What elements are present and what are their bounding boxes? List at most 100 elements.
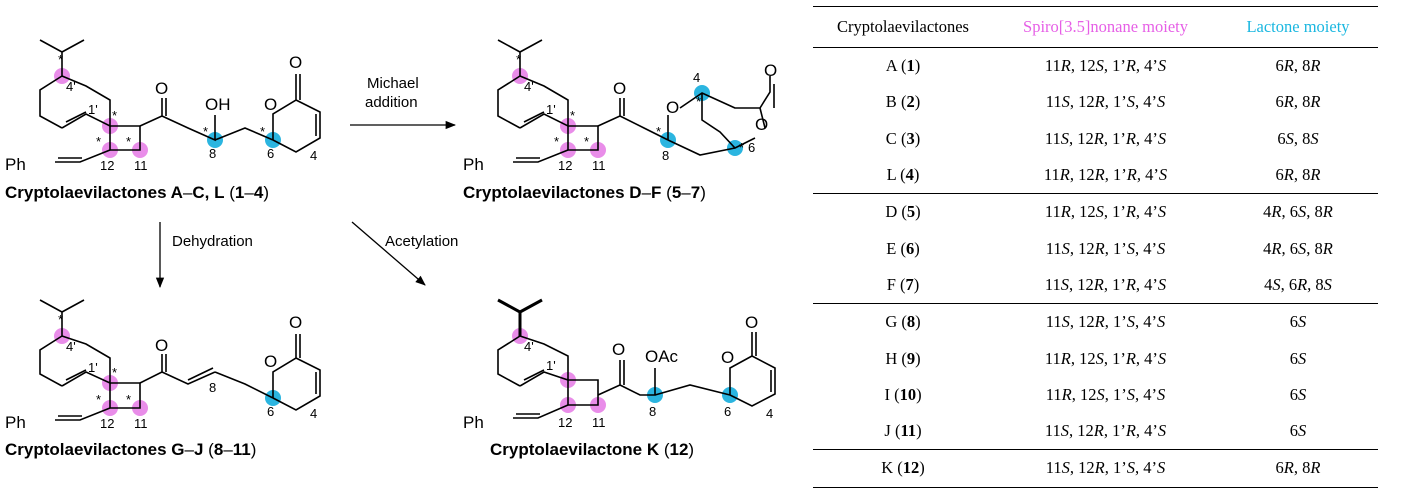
structure-cryptolaevilactones-g-j: [39, 299, 321, 421]
svg-text:OH: OH: [205, 95, 231, 114]
svg-text:6: 6: [748, 140, 755, 155]
compound-name: G: [885, 312, 898, 332]
svg-text:12: 12: [558, 158, 572, 173]
label-compound-5-7: Cryptolaevilactones D–F (5–7): [463, 183, 706, 202]
lactone-config-cell: 6R, 8R: [1218, 156, 1378, 195]
reaction-scheme: Ph O OH O O 4' 1' 12 11 8 6 4 * * * * * …: [5, 39, 777, 459]
svg-text:4': 4': [524, 79, 534, 94]
svg-text:4': 4': [524, 339, 534, 354]
label-compound-12: Cryptolaevilactone K (12): [490, 440, 694, 459]
svg-text:1': 1': [88, 102, 98, 117]
svg-text:*: *: [126, 134, 131, 149]
svg-text:OAc: OAc: [645, 347, 679, 366]
svg-text:1': 1': [546, 102, 556, 117]
svg-text:6: 6: [724, 404, 731, 419]
stereochemistry-table: Cryptolaevilactones Spiro[3.5]nonane moi…: [813, 6, 1378, 488]
spiro-config-cell: 11S, 12R, 1’R, 4’S: [993, 266, 1218, 305]
svg-text:4': 4': [66, 339, 76, 354]
svg-text:O: O: [745, 313, 758, 332]
compound-number: 1: [906, 56, 915, 76]
svg-text:O: O: [155, 336, 168, 355]
header-spiro-moiety: Spiro[3.5]nonane moiety: [993, 6, 1218, 48]
compound-name: I: [884, 384, 890, 404]
structure-cryptolaevilactones-d-f: [497, 39, 775, 163]
lactone-config-cell: 6S: [1218, 412, 1378, 451]
structure-1-text: Ph O OH O O 4' 1' 12 11 8 6 4 * * * * * …: [5, 52, 317, 174]
svg-text:*: *: [260, 124, 265, 139]
table-row: A (1) 11R, 12S, 1’R, 4’S 6R, 8R: [813, 48, 1378, 85]
spiro-config-cell: 11S, 12R, 1’R, 4’S: [1044, 128, 1167, 148]
svg-text:1': 1': [88, 360, 98, 375]
svg-text:*: *: [570, 108, 575, 123]
spiro-config-cell: 11S, 12R, 1’S, 4’S: [1045, 312, 1166, 332]
spiro-config-cell: 11R, 12S, 1’R, 4’S: [1044, 348, 1167, 368]
label-compound-1-4: Cryptolaevilactones A–C, L (1–4): [5, 183, 269, 202]
svg-text:*: *: [516, 52, 521, 67]
compound-name: E: [886, 238, 897, 258]
compound-cell: C (3): [885, 128, 921, 148]
compound-cell: A (1): [885, 56, 921, 76]
compound-name: F: [886, 274, 896, 294]
svg-text:*: *: [126, 392, 131, 407]
svg-text:12: 12: [100, 158, 114, 173]
compound-number: 11: [900, 421, 917, 441]
svg-text:*: *: [554, 134, 559, 149]
table-row: C (3) 11S, 12R, 1’R, 4’S 6S, 8S: [813, 121, 1378, 157]
structure-3-text: Ph O O O 4' 1' 12 11 8 6 4 * * * *: [5, 312, 317, 432]
svg-text:1': 1': [546, 358, 556, 373]
svg-text:4: 4: [310, 148, 317, 163]
svg-text:O: O: [155, 79, 168, 98]
svg-text:11: 11: [134, 416, 148, 431]
table-header-row: Cryptolaevilactones Spiro[3.5]nonane moi…: [813, 6, 1378, 48]
compound-cell: L (4): [813, 156, 993, 195]
svg-text:O: O: [289, 313, 302, 332]
svg-text:4: 4: [310, 406, 317, 421]
compound-name: C: [885, 128, 897, 148]
svg-text:*: *: [203, 124, 208, 139]
compound-number: 8: [906, 312, 916, 332]
spiro-config-cell: 11S, 12R, 1’S, 4’S: [1045, 92, 1166, 112]
svg-text:*: *: [58, 312, 63, 327]
spiro-config-cell: 11R, 12S, 1’R, 4’S: [1044, 56, 1167, 76]
structure-4-text: Ph O OAc O O 4' 1' 12 11 8 6 4: [463, 313, 773, 432]
lactone-config-cell: 4S, 6R, 8S: [1218, 266, 1378, 305]
svg-text:*: *: [656, 124, 661, 139]
svg-text:O: O: [721, 348, 734, 367]
svg-text:11: 11: [592, 158, 606, 173]
label-compound-8-11: Cryptolaevilactones G–J (8–11): [5, 440, 256, 459]
structure-cryptolaevilactones-a-c-l: [39, 39, 321, 163]
svg-text:O: O: [666, 98, 679, 117]
compound-cell: G (8): [885, 312, 921, 332]
compound-name: A: [885, 56, 897, 76]
compound-number: 5: [906, 202, 916, 222]
compound-number: 10: [899, 384, 917, 404]
svg-text:*: *: [112, 365, 117, 380]
svg-text:Ph: Ph: [5, 413, 26, 432]
header-cryptolaevilactones: Cryptolaevilactones: [813, 6, 993, 48]
lactone-config-cell: 6S, 8S: [1277, 128, 1319, 148]
spiro-config-cell: 11S, 12R, 1’S, 4’S: [1045, 238, 1166, 258]
svg-text:O: O: [289, 53, 302, 72]
compound-name: H: [885, 348, 898, 368]
svg-text:Dehydration: Dehydration: [172, 233, 253, 250]
compound-cell: B (2): [885, 92, 921, 112]
compound-number: 9: [906, 348, 916, 368]
compound-cell: D (5): [885, 202, 921, 222]
arrow-acetylation: Acetylation: [351, 221, 458, 286]
svg-text:O: O: [613, 79, 626, 98]
svg-text:*: *: [96, 392, 101, 407]
svg-text:Acetylation: Acetylation: [385, 233, 458, 250]
svg-text:12: 12: [558, 415, 572, 430]
svg-text:O: O: [755, 115, 768, 134]
svg-text:4: 4: [766, 406, 773, 421]
svg-text:*: *: [58, 52, 63, 67]
lactone-config-cell: 6R, 8R: [1275, 56, 1321, 76]
compound-cell: E (6): [886, 238, 920, 258]
